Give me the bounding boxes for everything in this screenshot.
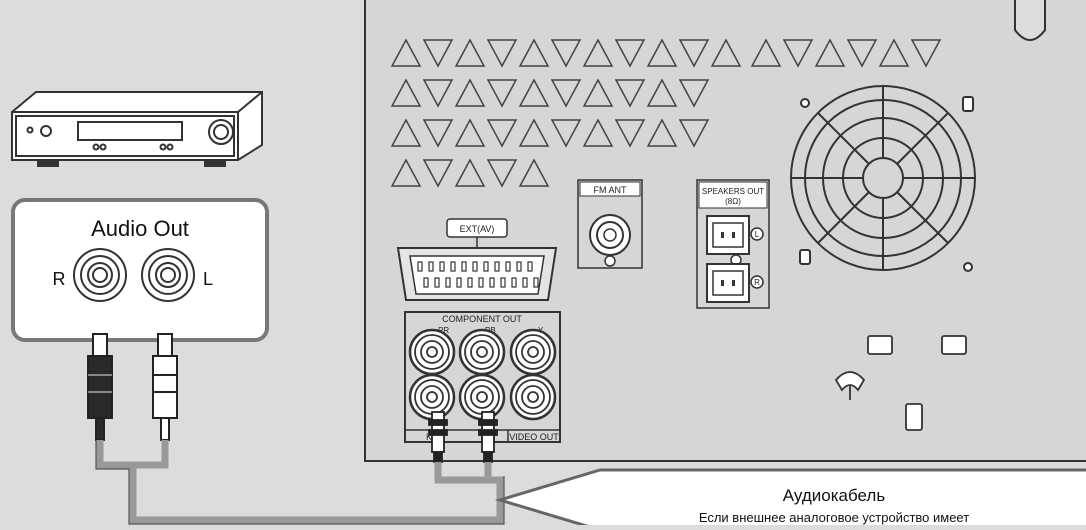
vent-slot (678, 79, 710, 108)
scart-pin (489, 277, 495, 288)
fm-ant-label: FM ANT (594, 185, 628, 195)
vent-slot (846, 39, 878, 68)
vent-slot (678, 39, 710, 68)
vent-slot (582, 118, 614, 147)
scart-pin (450, 261, 456, 272)
vent-slot (390, 158, 422, 187)
cooling-fan-grille (790, 85, 976, 272)
vent-slot (710, 38, 742, 67)
vent-slot (422, 119, 454, 148)
vent-slot (678, 119, 710, 148)
vent-slot (646, 118, 678, 147)
vent-slot (390, 38, 422, 67)
fm-antenna-jack: FM ANT (577, 179, 643, 269)
ext-av-label: EXT(AV) (460, 224, 495, 234)
vent-slot (486, 119, 518, 148)
rca-jack (527, 346, 539, 358)
vent-slot (518, 78, 550, 107)
ext-av-connector: EXT(AV) (396, 218, 558, 301)
scart-pin (527, 261, 533, 272)
left-channel-plug-white (152, 333, 178, 441)
channel-left-label: L (203, 269, 213, 289)
scart-pin (522, 277, 528, 288)
scart-pin (461, 261, 467, 272)
ventilation-slots (390, 38, 942, 188)
pr-label: PR (438, 326, 449, 335)
callout-text: Если внешнее аналоговое устройство имеет (699, 510, 969, 525)
vent-slot (614, 39, 646, 68)
channel-right-label: R (53, 269, 66, 289)
speakers-impedance-label: (8Ω) (725, 197, 741, 206)
scart-pin (472, 261, 478, 272)
vent-slot (518, 38, 550, 67)
vent-slot (614, 119, 646, 148)
scart-pin (434, 277, 440, 288)
speaker-right-mark: R (754, 278, 760, 287)
scart-pin (439, 261, 445, 272)
rca-jack (527, 391, 539, 403)
vent-slot (614, 79, 646, 108)
vent-slot (910, 39, 942, 68)
external-audio-device (11, 91, 263, 167)
inserted-audio-plugs (428, 411, 498, 463)
rca-jack (426, 346, 438, 358)
vent-slot (646, 78, 678, 107)
rca-jack (476, 391, 488, 403)
scart-pin (467, 277, 473, 288)
vent-slot (390, 118, 422, 147)
speakers-out-label: SPEAKERS OUT (702, 187, 764, 196)
audio-out-panel: Audio Out R L (11, 198, 269, 342)
scart-pin (417, 261, 423, 272)
speaker-left-mark: L (755, 230, 760, 239)
speakers-out-terminals: SPEAKERS OUT (8Ω) L R (696, 179, 770, 309)
audio-out-label: Audio Out (91, 216, 189, 241)
vent-slot (782, 39, 814, 68)
vent-slot (646, 38, 678, 67)
vent-slot (750, 38, 782, 67)
rca-jack (476, 346, 488, 358)
vent-slot (422, 39, 454, 68)
vent-slot (550, 39, 582, 68)
vent-slot (454, 78, 486, 107)
scart-pin (494, 261, 500, 272)
vent-slot (550, 79, 582, 108)
vent-slot (550, 119, 582, 148)
vent-slot (582, 38, 614, 67)
vent-slot (422, 79, 454, 108)
vent-slot (518, 118, 550, 147)
component-out-label: COMPONENT OUT (442, 314, 522, 324)
vent-slot (518, 158, 550, 187)
vent-slot (454, 158, 486, 187)
vent-slot (878, 38, 910, 67)
scart-pin (483, 261, 489, 272)
scart-pin (456, 277, 462, 288)
vent-slot (454, 118, 486, 147)
video-out-label: VIDEO OUT (509, 432, 559, 442)
audio-cable-outline (95, 440, 505, 525)
vent-slot (814, 38, 846, 67)
callout-title: Аудиокабель (783, 486, 886, 505)
scart-pin (516, 261, 522, 272)
vent-slot (486, 159, 518, 188)
audio-cable (96, 440, 504, 524)
vent-slot (390, 78, 422, 107)
right-channel-plug-black (87, 333, 113, 441)
scart-pin (423, 277, 429, 288)
scart-pin (511, 277, 517, 288)
callout-box: Аудиокабель Если внешнее аналоговое устр… (494, 468, 1086, 530)
vent-slot (454, 38, 486, 67)
vent-slot (486, 39, 518, 68)
vent-slot (486, 79, 518, 108)
scart-pin (478, 277, 484, 288)
vent-slot (582, 78, 614, 107)
panel-cutouts (834, 335, 967, 431)
scart-pin (500, 277, 506, 288)
vent-slot (422, 159, 454, 188)
scart-pin (505, 261, 511, 272)
rca-jack (426, 391, 438, 403)
scart-pin (533, 277, 539, 288)
scart-pin (428, 261, 434, 272)
scart-pin (445, 277, 451, 288)
